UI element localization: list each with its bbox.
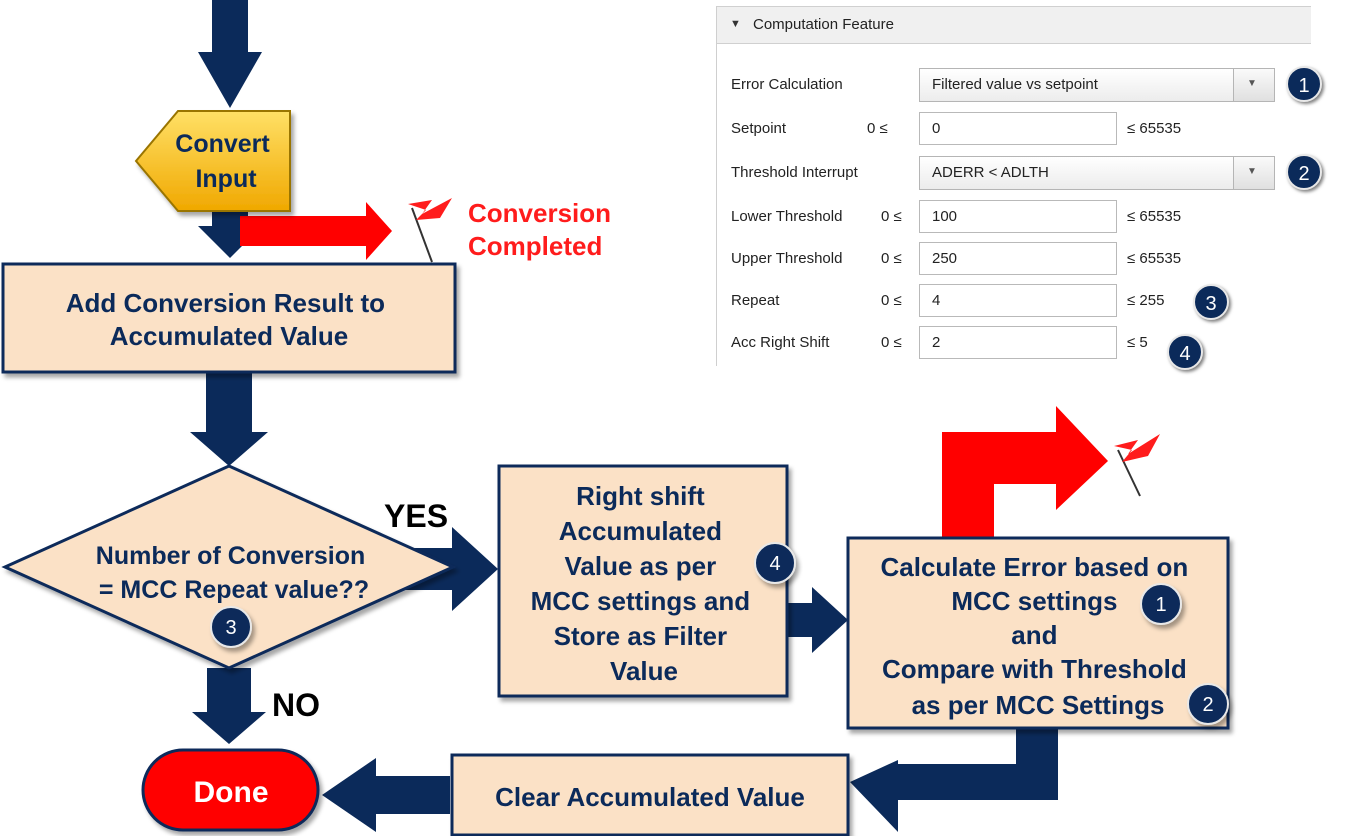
upper-threshold-max: ≤ 65535	[1127, 250, 1182, 267]
panel-title: Computation Feature	[753, 16, 894, 33]
right-shift-label: MCC settings and	[531, 586, 751, 616]
decision-label: Number of Conversion	[96, 542, 365, 570]
right-shift-label: Store as Filter	[554, 621, 727, 651]
right-shift-label: Right shift	[576, 481, 705, 511]
setpoint-label: Setpoint	[731, 120, 787, 137]
repeat-max: ≤ 255	[1127, 292, 1165, 309]
flow-arrow-top	[198, 0, 262, 108]
triangle-down-icon[interactable]: ▼	[730, 18, 741, 30]
calc-error-label: MCC settings	[951, 586, 1117, 616]
mcc-computation-panel: ▼ Computation Feature Error Calculation …	[716, 6, 1322, 370]
repeat-field[interactable]: 4	[919, 284, 1117, 317]
panel-header[interactable]: ▼ Computation Feature	[717, 6, 1311, 44]
threshold-interrupt-label: Threshold Interrupt	[731, 164, 858, 181]
setpoint-max: ≤ 65535	[1127, 120, 1182, 137]
lower-threshold-min: 0 ≤	[881, 208, 902, 225]
flow-arrow-add-to-decision	[190, 372, 268, 466]
convert-input-shape	[134, 110, 291, 212]
no-label: NO	[272, 687, 320, 723]
right-shift-label: Accumulated	[559, 516, 722, 546]
convert-input-label: Input	[195, 165, 257, 193]
repeat-label: Repeat	[731, 292, 780, 309]
badge-calc-threshold: 2	[1187, 683, 1229, 725]
flag-icon	[408, 198, 452, 263]
lower-threshold-label: Lower Threshold	[731, 208, 843, 225]
flow-arrow-decision-to-done	[192, 668, 266, 744]
upper-threshold-field[interactable]: 250	[919, 242, 1117, 275]
upper-threshold-min: 0 ≤	[881, 250, 902, 267]
add-result-label: Accumulated Value	[110, 321, 348, 351]
clear-acc-box	[450, 753, 850, 836]
calc-error-box	[846, 536, 1230, 730]
done-label: Done	[194, 776, 269, 809]
right-shift-label: Value as per	[565, 551, 717, 581]
svg-text:4: 4	[769, 553, 780, 575]
flag-icon	[1114, 434, 1160, 497]
threshold-interrupt-value: ADERR < ADLTH	[932, 164, 1049, 181]
add-result-label: Add Conversion Result to	[66, 288, 385, 318]
chevron-down-icon: ▼	[1247, 166, 1257, 177]
right-shift-label: Value	[610, 656, 678, 686]
done-terminator	[141, 748, 320, 832]
conversion-completed-label: Completed	[468, 231, 602, 261]
svg-text:Right shift Accumulated: Right shift Accumulated Value as per MCC…	[531, 481, 758, 686]
yes-label: YES	[384, 498, 448, 534]
conversion-completed-label: Conversion	[468, 198, 611, 228]
svg-text:1: 1	[1155, 594, 1166, 616]
badge-threshold-interrupt: 2	[1286, 154, 1322, 190]
svg-text:Add Conversion Result to A: Add Conversion Result to Accumulated Val…	[66, 288, 392, 351]
error-calculation-dropdown[interactable]: Filtered value vs setpoint ▼	[919, 68, 1275, 102]
calc-error-label: Calculate Error based on	[881, 552, 1189, 582]
svg-text:3: 3	[225, 617, 236, 639]
acc-right-shift-min: 0 ≤	[881, 334, 902, 351]
convert-input-label: Convert	[175, 130, 270, 158]
svg-text:Convert Input: Convert Input	[175, 130, 276, 193]
clear-acc-label: Clear Accumulated Value	[495, 782, 805, 812]
badge-acc-right-shift: 4	[1167, 334, 1203, 370]
decision-label: = MCC Repeat value??	[99, 576, 369, 604]
flow-arrow-calc-to-clear	[850, 728, 1058, 832]
badge-calc-mcc: 1	[1140, 583, 1182, 625]
error-calculation-label: Error Calculation	[731, 76, 843, 93]
acc-right-shift-label: Acc Right Shift	[731, 334, 830, 351]
calc-error-label: as per MCC Settings	[912, 690, 1165, 720]
dropdown-button[interactable]: ▼	[1233, 69, 1274, 101]
svg-text:2: 2	[1202, 694, 1213, 716]
badge-decision: 3	[210, 606, 252, 648]
chevron-down-icon: ▼	[1247, 78, 1257, 89]
flow-arrow-shift-to-calc	[788, 587, 848, 653]
acc-right-shift-max: ≤ 5	[1127, 334, 1148, 351]
badge-error-calculation: 1	[1286, 66, 1322, 102]
acc-right-shift-field[interactable]: 2	[919, 326, 1117, 359]
lower-threshold-field[interactable]: 100	[919, 200, 1117, 233]
decision-diamond	[1, 464, 457, 670]
flow-arrow-clear-to-done	[322, 758, 450, 832]
svg-text:Number of Conversion = MCC: Number of Conversion = MCC Repeat value?…	[96, 542, 372, 604]
badge-repeat: 3	[1193, 284, 1229, 320]
upper-threshold-label: Upper Threshold	[731, 250, 843, 267]
error-calculation-value: Filtered value vs setpoint	[932, 76, 1098, 93]
dropdown-button[interactable]: ▼	[1233, 157, 1274, 189]
setpoint-min: 0 ≤	[867, 120, 888, 137]
svg-text:Calculate Error based on M: Calculate Error based on MCC settings an…	[881, 552, 1196, 720]
repeat-min: 0 ≤	[881, 292, 902, 309]
calc-error-label: Compare with Threshold	[882, 654, 1187, 684]
event-arrow-threshold	[942, 406, 1108, 538]
setpoint-field[interactable]: 0	[919, 112, 1117, 145]
event-arrow-conversion	[240, 202, 392, 260]
right-shift-box	[497, 464, 789, 698]
add-result-box	[1, 262, 457, 374]
lower-threshold-max: ≤ 65535	[1127, 208, 1182, 225]
svg-text:Conversion Completed: Conversion Completed	[468, 198, 618, 261]
threshold-interrupt-dropdown[interactable]: ADERR < ADLTH ▼	[919, 156, 1275, 190]
badge-right-shift: 4	[754, 542, 796, 584]
calc-error-label: and	[1011, 620, 1057, 650]
